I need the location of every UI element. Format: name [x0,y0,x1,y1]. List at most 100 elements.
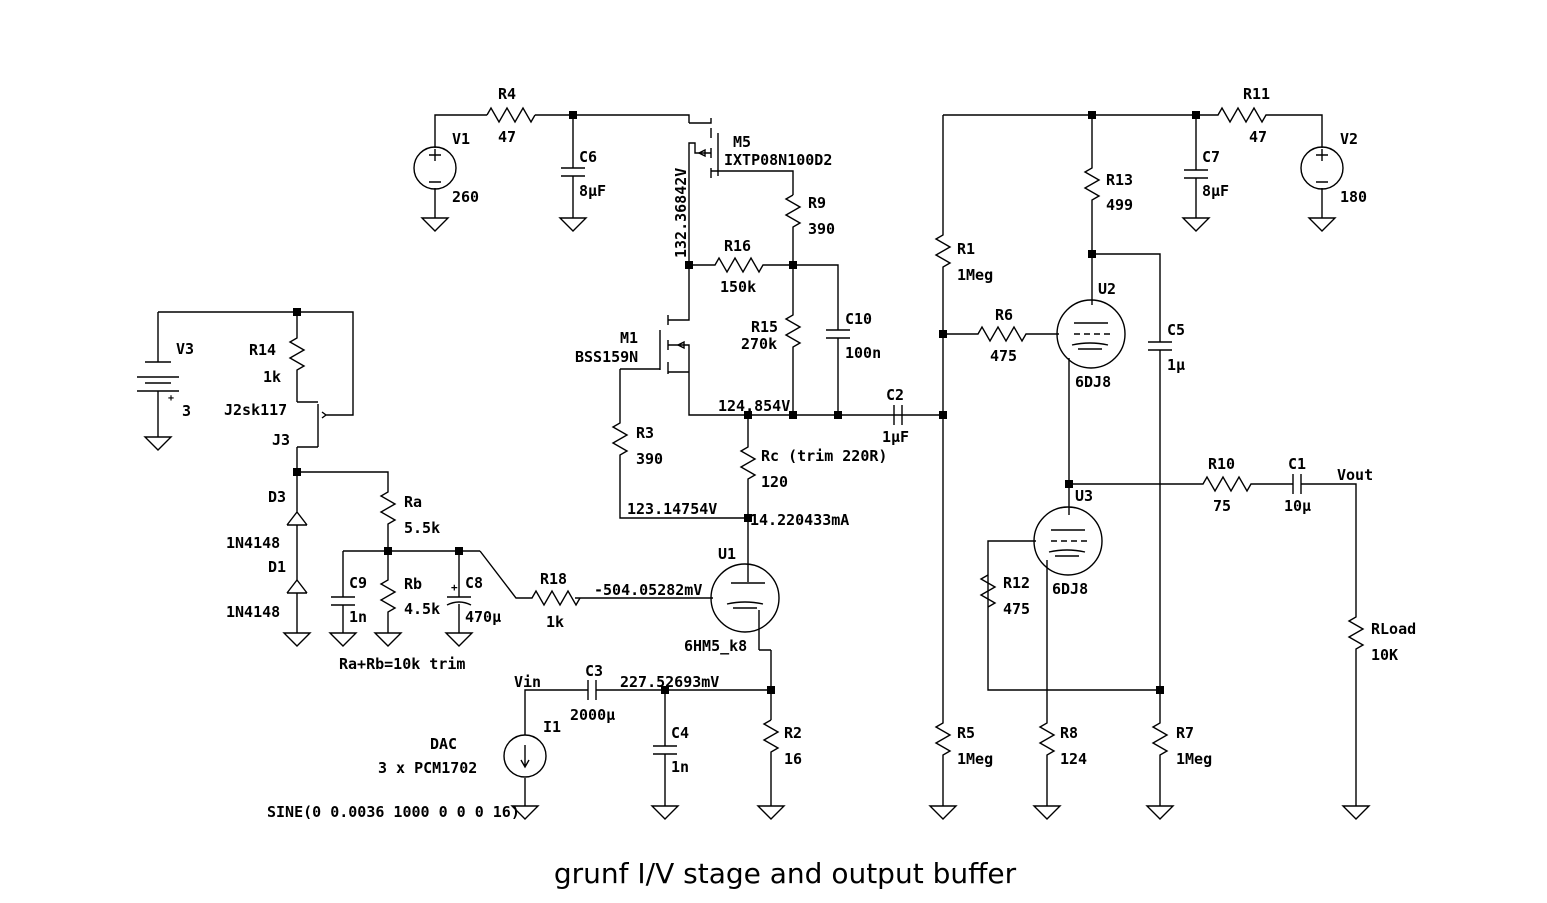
c3-value: 2000µ [570,706,615,724]
c4-label: C4 [671,724,689,742]
c9-capacitor [331,550,480,633]
rc-value: 120 [761,473,788,491]
r4-label: R4 [498,85,516,103]
diodes-d3-d1 [286,472,308,633]
v3-battery [137,311,354,437]
u2-label: U2 [1098,280,1116,298]
v2-source [1300,146,1344,190]
m1-label: M1 [620,329,638,347]
v2-value: 180 [1340,188,1367,206]
vin-label: Vin [514,673,541,691]
u2-tube [1056,299,1126,369]
r13-value: 499 [1106,196,1133,214]
plus-sign: + [451,581,458,594]
r2-value: 16 [784,750,802,768]
u2-value: 6DJ8 [1075,373,1111,391]
r12-value: 475 [1003,600,1030,618]
i1-current-source [503,734,547,778]
c9-label: C9 [349,574,367,592]
r15-value: 270k [741,335,777,353]
ground-symbol [283,632,311,647]
c4-value: 1n [671,758,689,776]
c6-capacitor [561,167,585,177]
r9-value: 390 [808,220,835,238]
c5-label: C5 [1167,321,1185,339]
input-wires [524,680,780,806]
v1-label: V1 [452,130,470,148]
r14-label: R14 [249,341,276,359]
rload-value: 10K [1371,646,1398,664]
ground-symbol [651,805,679,820]
r18-value: 1k [546,613,564,631]
r1-label: R1 [957,240,975,258]
caption: grunf I/V stage and output buffer [554,857,1017,890]
i1-label: I1 [543,718,561,736]
ground-symbol [329,632,357,647]
v1-value: 260 [452,188,479,206]
c8-label: C8 [465,574,483,592]
c7-label: C7 [1202,148,1220,166]
r6-value: 475 [990,347,1017,365]
c1-value: 10µ [1284,497,1311,515]
j3-label: J3 [272,431,290,449]
r3-resistor [611,369,748,519]
m1-value: BSS159N [575,348,638,366]
ground-symbol [559,217,587,232]
v1-source [413,146,457,190]
ra-rb-resistors [297,471,397,633]
v3-value: 3 [182,402,191,420]
r11-label: R11 [1243,85,1270,103]
r14-value: 1k [263,368,281,386]
d3-value: 1N4148 [226,534,280,552]
node-voltage-grid: -504.05282mV [594,581,702,599]
ground-symbol [929,805,957,820]
c8-capacitor [446,551,472,633]
v2-label: V2 [1340,130,1358,148]
node-voltage-m5: 132.36842V [672,168,690,258]
ground-symbol [1146,805,1174,820]
m1-mosfet [620,265,943,416]
r3-value: 390 [636,450,663,468]
node-current-u1: 14.220433mA [750,511,849,529]
ground-symbol [374,632,402,647]
rc-label: Rc (trim 220R) [761,447,887,465]
u1-tube [575,518,780,690]
dac-label: DAC [430,735,457,753]
m5-label: M5 [733,133,751,151]
node-voltage-r3: 123.14754V [627,500,717,518]
ground-symbol [757,805,785,820]
r16-label: R16 [724,237,751,255]
r12-label: R12 [1003,574,1030,592]
r8-label: R8 [1060,724,1078,742]
ground-symbol [1182,217,1210,232]
r16-value: 150k [720,278,756,296]
wires-supply-left [434,106,690,218]
r9-resistor [784,194,802,265]
v3-label: V3 [176,340,194,358]
junctions [293,111,1200,694]
c2-label: C2 [886,386,904,404]
ground-symbol [1308,217,1336,232]
r5-value: 1Meg [957,750,993,768]
r10-value: 75 [1213,497,1231,515]
c3-label: C3 [585,662,603,680]
ground-symbol [144,436,172,451]
rb-value: 4.5k [404,600,440,618]
u1-label: U1 [718,545,736,563]
c9-value: 1n [349,608,367,626]
m5-mosfet [688,118,794,265]
u3-tube [1033,506,1103,576]
j3-jfet [296,401,328,472]
d1-label: D1 [268,558,286,576]
r6-label: R6 [995,306,1013,324]
r10-label: R10 [1208,455,1235,473]
c7-value: 8µF [1202,182,1229,200]
rc-resistor [739,415,757,518]
r18-resistor [479,550,581,607]
j3-value: J2sk117 [224,401,287,419]
node-voltage-c2: 124.854V [718,397,790,415]
r9-label: R9 [808,194,826,212]
u3-value: 6DJ8 [1052,580,1088,598]
right-wires [934,106,1365,806]
r14-resistor [288,312,306,402]
